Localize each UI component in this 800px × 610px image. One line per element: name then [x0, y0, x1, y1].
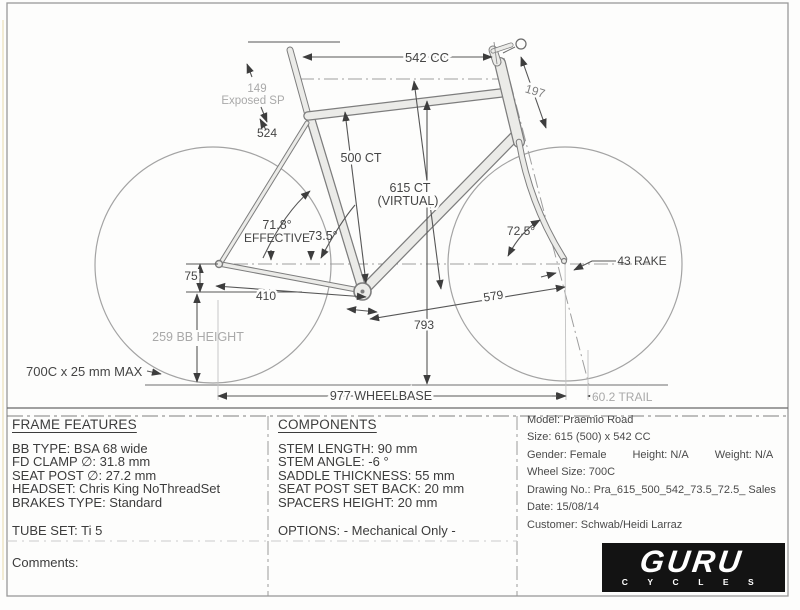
label-exposed-sp: Exposed SP — [221, 95, 285, 107]
titleblock-size: Size: 615 (500) x 542 CC — [527, 431, 651, 443]
dim-524-leader — [259, 118, 268, 131]
seat-tube — [306, 115, 368, 297]
components-panel: COMPONENTS STEM LENGTH: 90 mm STEM ANGLE… — [278, 418, 508, 537]
head-tube — [494, 57, 525, 148]
extension-lines — [217, 254, 589, 401]
stem — [490, 42, 514, 54]
label-500ct: 500 CT — [341, 151, 382, 165]
top-tube — [303, 88, 506, 121]
guru-cycles-logo: GURU CYCLES — [602, 543, 785, 592]
component-options: OPTIONS: - Mechanical Only - — [278, 522, 456, 538]
head-extension-line — [493, 41, 498, 65]
titleblock-model: Model: Praemio Road — [527, 414, 634, 426]
label-head-angle: 72.5° — [507, 224, 535, 238]
down-tube — [358, 130, 521, 296]
rake-arrow — [540, 271, 557, 279]
titleblock-wheel-size: Wheel Size: 700C — [527, 466, 616, 478]
label-front-center: 579 — [482, 288, 504, 305]
arrows-bb — [346, 306, 378, 315]
chain-stay — [217, 261, 361, 293]
fork-blade — [515, 138, 568, 263]
arc-effective-seat-angle — [262, 190, 311, 259]
dimension-lines — [146, 53, 616, 400]
label-tire-max: 700C x 25 mm MAX — [26, 364, 143, 379]
label-trail: 60.2 TRAIL — [592, 390, 653, 404]
seat-post — [286, 46, 313, 123]
titleblock-gender-row: Gender: Female Height: N/A Weight: N/A — [527, 449, 799, 461]
feature-headset: HEADSET: Chris King NoThreadSet — [12, 481, 221, 497]
dim-197 — [520, 56, 547, 129]
feature-bb-type: BB TYPE: BSA 68 wide — [12, 440, 148, 456]
dim-exposed-arrow-bottom — [260, 106, 268, 123]
label-toptube-cc: 542 CC — [405, 50, 449, 65]
label-effective-angle: 71.8° — [262, 218, 291, 232]
feature-seat-post: SEAT POST ∅: 27.2 mm — [12, 467, 157, 483]
datum-leader — [502, 46, 516, 54]
label-rake: 43 RAKE — [617, 254, 666, 268]
bar-datum-circle — [515, 38, 527, 50]
label-197: 197 — [524, 82, 548, 101]
label-bb-drop: 75 — [184, 269, 198, 283]
feature-tube-set: TUBE SET: Ti 5 — [12, 522, 103, 538]
tire-leader — [146, 368, 162, 376]
label-virtual: (VIRTUAL) — [378, 194, 439, 208]
label-bb-height: 259 BB HEIGHT — [152, 330, 244, 344]
label-standover: 793 — [414, 318, 434, 332]
rear-wheel — [94, 146, 332, 384]
logo-brand-text: GURU — [637, 544, 746, 579]
component-stem-angle: STEM ANGLE: -6 ° — [278, 454, 389, 470]
rake-leader — [573, 260, 616, 271]
label-524: 524 — [257, 126, 277, 140]
feature-fd-clamp: FD CLAMP ∅: 31.8 mm — [12, 454, 151, 470]
label-615ct: 615 CT — [390, 181, 431, 195]
frame-features-title: FRAME FEATURES — [12, 417, 137, 432]
label-seat-angle: 73.5° — [308, 229, 337, 243]
component-seat-post-setback: SEAT POST SET BACK: 20 mm — [278, 481, 465, 497]
titleblock-date: Date: 15/08/14 — [527, 501, 600, 513]
front-dropout — [560, 257, 568, 265]
dim-500ct — [342, 111, 369, 284]
dim-410 — [215, 282, 367, 301]
component-stem-length: STEM LENGTH: 90 mm — [278, 440, 418, 456]
label-effective: EFFECTIVE — [244, 231, 310, 245]
label-chainstay: 410 — [256, 289, 276, 303]
label-exposed-sp-value: 149 — [247, 83, 266, 95]
label-wheelbase: 977 WHEELBASE — [330, 389, 432, 403]
titleblock-height: Height: N/A — [632, 449, 689, 461]
logo-sub-text: CYCLES — [621, 577, 774, 587]
component-saddle-thickness: SADDLE THICKNESS: 55 mm — [278, 467, 455, 483]
titleblock-weight: Weight: N/A — [714, 449, 774, 461]
titleblock-drawing-no: Drawing No.: Pra_615_500_542_73.5_72.5_ … — [527, 484, 776, 496]
bottom-bracket-center — [360, 289, 365, 294]
frame-tubes — [214, 42, 568, 301]
dim-579 — [369, 284, 566, 322]
components-title: COMPONENTS — [278, 417, 377, 432]
scan-artifact — [2, 20, 4, 580]
seat-stay — [217, 120, 310, 267]
dimension-labels: 542 CC 149 Exposed SP 524 197 500 CT 615… — [26, 48, 667, 407]
sheet-border — [6, 2, 789, 597]
comments-label: Comments: — [12, 555, 79, 570]
titleblock-gender: Gender: Female — [527, 449, 607, 461]
frame-features-panel: FRAME FEATURES BB TYPE: BSA 68 wide FD C… — [12, 418, 262, 537]
arc-seat-angle — [320, 204, 356, 259]
titleblock-customer: Customer: Schwab/Heidi Larraz — [527, 519, 683, 531]
dim-exposed-arrow-top — [246, 63, 254, 78]
feature-brakes: BRAKES TYPE: Standard — [12, 494, 163, 510]
component-spacers-height: SPACERS HEIGHT: 20 mm — [278, 494, 438, 510]
front-wheel — [447, 146, 683, 382]
arc-head-angle — [507, 219, 541, 257]
